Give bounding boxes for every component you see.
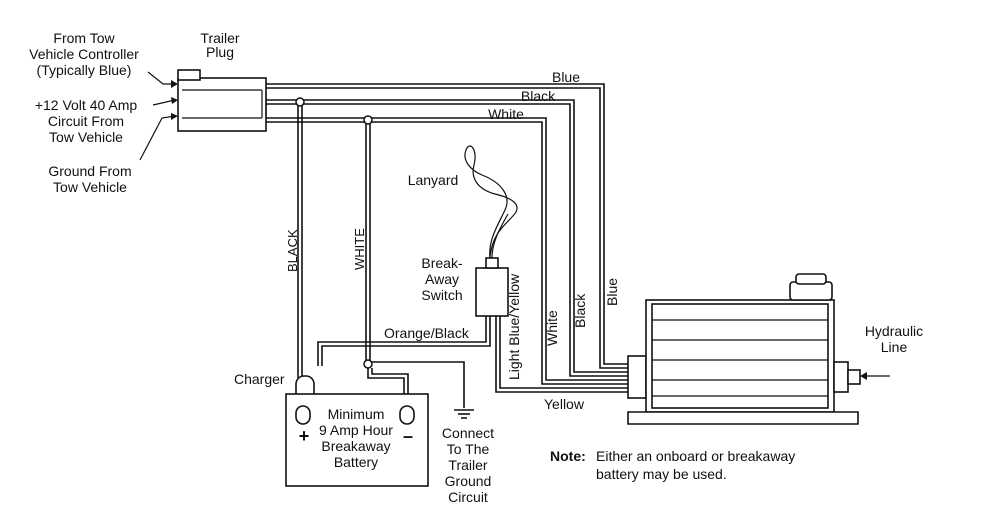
actuator — [627, 273, 861, 425]
hydraulic-arrow — [860, 372, 867, 380]
label-from-tow-2: Vehicle Controller — [29, 46, 139, 62]
ground-symbol — [454, 409, 474, 419]
label-vert-white: White — [544, 310, 560, 346]
label-note-2: battery may be used. — [596, 466, 727, 482]
label-hydraulic-2: Line — [881, 339, 908, 355]
label-light-blue-yellow: Light Blue/Yellow — [506, 273, 522, 380]
label-connect-3: Trailer — [448, 457, 487, 473]
label-vert-blue: Blue — [604, 278, 620, 306]
label-from-tow-1: From Tow — [53, 30, 115, 46]
label-yellow: Yellow — [544, 396, 585, 412]
label-switch-1: Break- — [421, 255, 463, 271]
label-volt-1: +12 Volt 40 Amp — [35, 97, 138, 113]
wire-white — [266, 117, 628, 385]
label-connect-1: Connect — [442, 425, 494, 441]
wire-blue — [266, 83, 628, 369]
label-ground-1: Ground From — [48, 163, 131, 179]
wire-ground — [372, 361, 465, 408]
label-wire-blue: Blue — [552, 69, 580, 85]
label-lanyard: Lanyard — [408, 172, 459, 188]
label-orange-black: Orange/Black — [384, 325, 470, 341]
label-vert-black: Black — [572, 293, 588, 328]
label-note: Note: — [550, 448, 586, 464]
wire-white-vertical — [365, 124, 371, 362]
label-plus: + — [299, 426, 310, 446]
label-note-1: Either an onboard or breakaway — [596, 448, 795, 464]
label-minus: – — [403, 426, 413, 446]
labels: From Tow Vehicle Controller (Typically B… — [29, 30, 923, 505]
wire-orange-black — [317, 316, 491, 366]
label-wire-black: Black — [521, 88, 556, 104]
wire-black-vertical — [297, 106, 303, 378]
label-volt-2: Circuit From — [48, 113, 124, 129]
label-connect-2: To The — [447, 441, 490, 457]
label-plug-2: Plug — [206, 44, 234, 60]
label-ground-2: Tow Vehicle — [53, 179, 127, 195]
label-battery-4: Battery — [334, 454, 378, 470]
splice-black — [295, 97, 305, 107]
label-connect-4: Ground — [445, 473, 492, 489]
lanyard — [464, 145, 518, 259]
label-switch-3: Switch — [421, 287, 462, 303]
trailer-plug — [177, 69, 267, 132]
label-battery-3: Breakaway — [321, 438, 390, 454]
label-black-caps: BLACK — [285, 229, 300, 272]
label-volt-3: Tow Vehicle — [49, 129, 123, 145]
wire-white-negative — [367, 368, 409, 408]
label-from-tow-3: (Typically Blue) — [37, 62, 132, 78]
splice-white — [363, 115, 373, 125]
splice-white-lower — [363, 359, 373, 369]
label-plug-1: Trailer — [200, 30, 239, 46]
plug-leaders — [139, 71, 178, 161]
label-charger: Charger — [234, 371, 285, 387]
label-connect-5: Circuit — [448, 489, 488, 505]
label-switch-2: Away — [425, 271, 459, 287]
battery — [285, 393, 429, 487]
label-white-caps: WHITE — [352, 228, 367, 270]
wire-light-blue-yellow — [495, 316, 628, 393]
label-battery-2: 9 Amp Hour — [319, 422, 393, 438]
label-battery-1: Minimum — [328, 406, 385, 422]
breakaway-switch — [475, 257, 509, 317]
label-hydraulic-1: Hydraulic — [865, 323, 923, 339]
label-wire-white: White — [488, 106, 524, 122]
wire-black — [266, 99, 628, 377]
